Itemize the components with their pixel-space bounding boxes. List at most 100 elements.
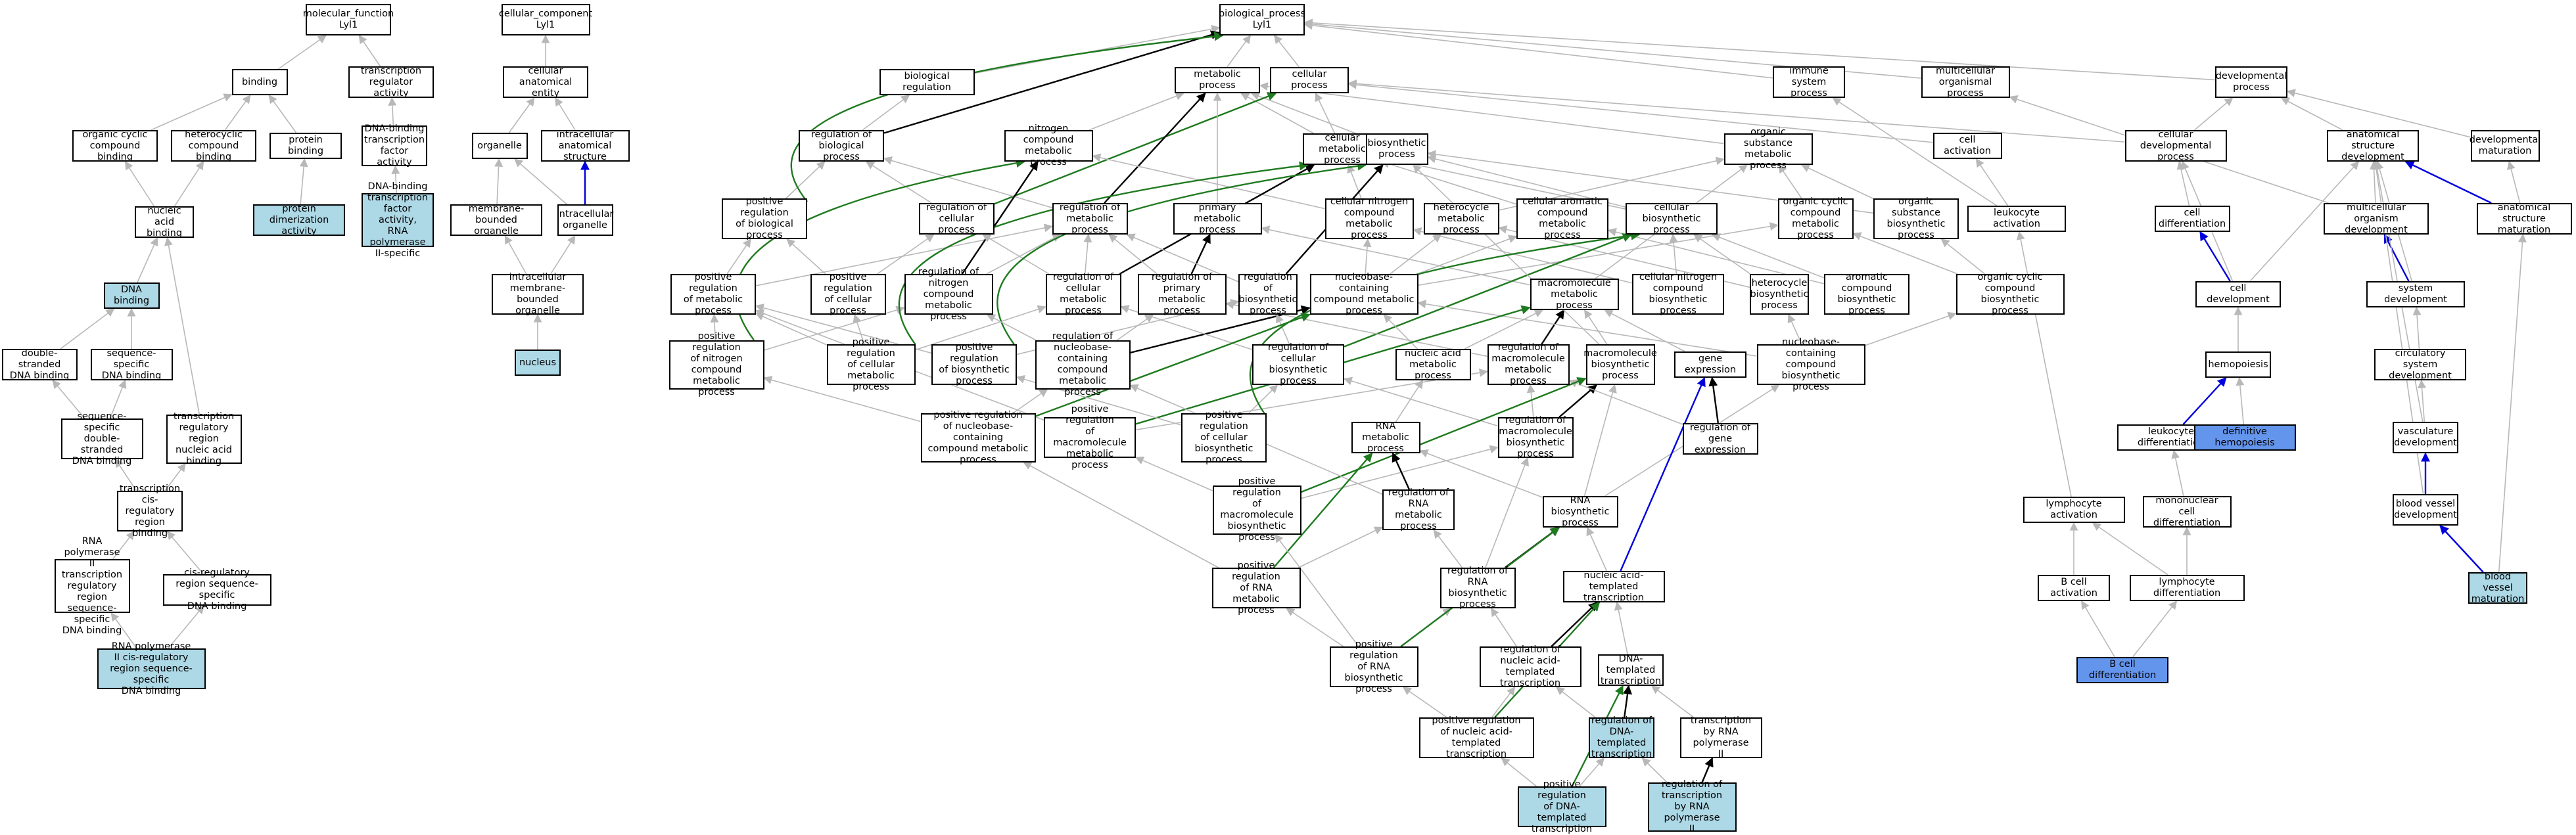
go-term-pda: protein dimerization activity [253,204,345,237]
go-term-primp: primary metabolic process [1173,202,1262,235]
edge-prcp-to-rcp [877,234,935,275]
edge-rcmp-to-rmp [1083,233,1092,275]
edge-cncmp-to-cmp [1347,164,1362,199]
edge-rdtt-to-rnatt [1555,687,1596,718]
edge-rnatt-to-natt [1551,602,1599,647]
edge-rp2cis-to-rp2tr [110,612,137,649]
edge-occmp-to-osmp [1778,164,1802,199]
go-term-namp: nucleic acid metabolic process [1395,348,1471,381]
go-term-cc: cellular_component Lyl1 [499,4,592,35]
go-term-osbp: organic substance biosynthetic process [1873,196,1959,240]
edge-bvm-to-bvd [2439,524,2484,573]
edge-nab-to-occb [124,160,155,207]
go-term-prcmp: positive regulation of cellular metaboli… [826,337,916,392]
edge-rp2cis-to-crrss [168,605,204,649]
edge-cdp-to-dp [2193,97,2234,131]
edge-rmbp-to-rcbsp [1343,376,1498,427]
go-term-prncmp: positive regulation of nitrogen compound… [668,331,764,397]
edge-rmmp-to-macmp [1541,309,1565,345]
edge-prmetp-to-prbp [726,238,751,275]
edge-dp-to-bp [1303,18,2216,81]
go-term-rdtt: regulation of DNA-templated transcriptio… [1589,715,1654,759]
edge-prcbsp-to-cbsp [1249,231,1641,417]
edge-rnbccmp-to-rncmp [986,314,1036,341]
go-term-rp2cis: RNA polymerase II cis-regulatory region … [97,641,206,696]
go-term-bp: biological_process Lyl1 [1219,4,1305,35]
edge-prcbsp-to-rcbsp [1248,384,1278,414]
edge-rrnabp-to-rmbp [1485,457,1529,568]
go-term-rcmp: regulation of cellular metabolic process [1045,272,1121,316]
edge-rnabp-to-mbp [1583,384,1617,497]
go-term-rbsp: regulation of biosynthetic process [1238,272,1298,316]
edge-isp-to-bp [1303,21,1773,79]
edge-prcp-to-prbp [786,238,826,275]
edge-cncbp-to-cbsp [1669,233,1678,275]
go-term-asm: anatomical structure maturation [2476,202,2572,235]
edge-prncmp-to-prmetp [710,313,719,340]
edge-ias-to-cae [555,97,576,131]
go-term-dh: definitive hemopoiesis [2193,424,2296,451]
edge-rge-to-ge [1708,376,1719,424]
edge-sd-to-mcod [2383,233,2410,282]
edge-hbp-to-cbsp [1693,234,1751,275]
edge-mp-to-bp [1227,34,1252,68]
edge-csd-to-sd [2412,306,2422,350]
go-term-acbp: aromatic compound biosynthetic process [1824,272,1909,316]
edge-ssdsdna-to-dsdna [52,380,85,419]
edge-mbo-to-organelle [494,158,503,205]
edge-ca-to-cp [1347,80,1933,143]
go-term-io: intracellular organelle [557,204,613,236]
go-term-nab: nucleic acid binding [135,206,194,238]
edge-rbp-to-bp [883,30,1221,134]
edge-rcmp-to-rcp [982,234,1050,275]
edge-imbo-to-io [550,235,576,275]
edge-prnbccmp-to-rnbccmp [1013,388,1048,414]
go-term-dnab: DNA binding [103,282,160,309]
edge-namp-to-nbccmp [1383,314,1418,350]
go-term-hemo: hemopoiesis [2205,351,2271,378]
go-term-osmp: organic substance metabolic process [1723,127,1813,171]
edge-rpmp-to-rmp [1108,234,1158,275]
go-term-prrnamp: positive regulation of RNA metabolic pro… [1211,560,1301,616]
edge-prrnamp-to-prnbccmp [1023,461,1219,568]
edge-rmbp-to-rmmp [1526,384,1535,418]
go-term-pb: protein binding [269,133,342,159]
edge-cmp-to-cp [1315,92,1336,134]
edge-vd-to-csd [2418,379,2427,422]
go-term-cncmp: cellular nitrogen compound metabolic pro… [1324,196,1414,240]
go-term-ssdna: sequence-specific DNA binding [90,348,173,381]
go-term-dbtfa: DNA-binding transcription factor activit… [362,124,427,168]
edge-nbccmp-to-hmp [1390,234,1442,275]
edge-natt-to-ge [1620,376,1706,572]
go-term-rnatt: regulation of nucleic acid-templated tra… [1479,644,1581,688]
edge-prrnabp-to-prrnamp [1286,608,1344,647]
edge-prnbccmp-to-nbccmp [1035,313,1311,417]
edge-rnbccmp-to-rpmp [1117,314,1154,341]
go-term-dp: developmental process [2215,66,2287,98]
edge-nbccbp-to-occbp [1865,311,1957,346]
edge-cdp-to-cp [1347,79,2125,143]
go-term-ias: intracellular anatomical structure [540,129,630,162]
edge-dsdna-to-dnab [60,308,115,350]
edge-osbp-to-osmp [1800,164,1874,200]
edge-organelle-to-cae [508,97,535,133]
go-term-tra: transcription regulator activity [348,66,434,99]
go-term-prbsp: positive regulation of biosynthetic proc… [931,342,1017,386]
go-term-nucleus: nucleus [515,350,561,376]
edge-bcd-to-lymd [2132,600,2178,658]
go-term-rmmp: regulation of macromolecule metabolic pr… [1487,342,1570,386]
edge-pb-to-binding [268,94,297,133]
edge-la-to-ca [1975,158,2009,206]
go-term-isp: immune system process [1773,66,1845,99]
edge-prdtt-to-rdtt [1579,757,1604,787]
edge-tcrrb-to-ssdsdna [114,458,137,491]
edge-asm-to-asd [2404,160,2492,204]
edge-nbccbp-to-nbccmp [1417,300,1757,357]
edge-mbp-to-macmp [1583,309,1608,345]
go-term-rnamp: RNA metabolic process [1351,421,1420,454]
edge-prrnabp-to-prmbp [1275,533,1359,647]
edge-rncmp-to-ncmp [961,160,1039,275]
go-term-hcb: heterocyclic compound binding [171,129,256,162]
edge-cncbp-to-cncmp [1413,227,1633,284]
edge-rbsp-to-rmp [1126,233,1239,282]
